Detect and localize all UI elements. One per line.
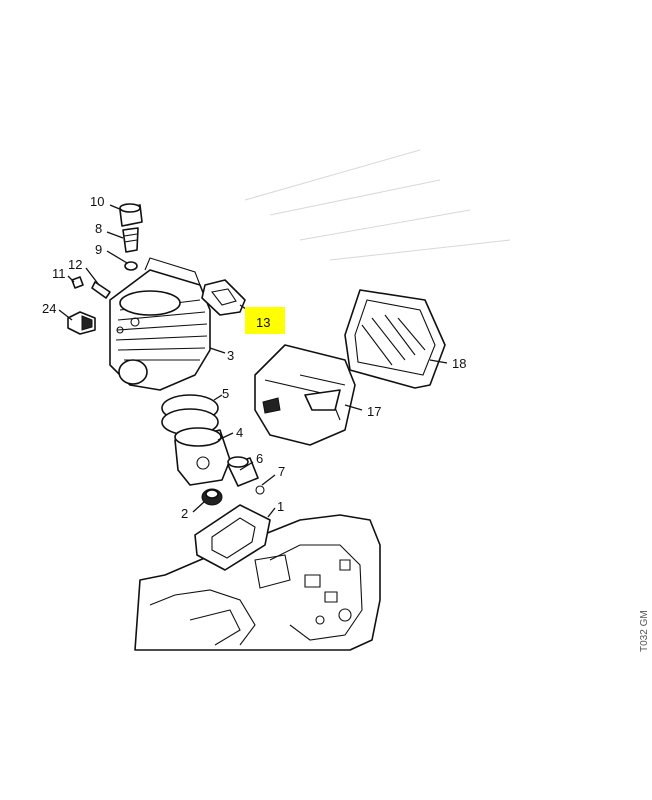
stud-12	[91, 281, 111, 299]
circlip-7	[255, 485, 265, 495]
scan-artifacts	[244, 149, 511, 261]
callout-6: 6	[256, 451, 263, 466]
callout-17: 17	[367, 404, 381, 419]
piston-4	[174, 427, 231, 486]
muffler-housing-18	[344, 289, 446, 389]
muffler-17	[254, 344, 356, 446]
washer-9	[124, 261, 138, 271]
drawing-code: T032 GM	[639, 610, 650, 652]
callout-11: 11	[52, 266, 66, 281]
needle-bearing-2	[201, 488, 223, 506]
callout-3: 3	[227, 348, 234, 363]
cylinder-3	[109, 257, 211, 391]
callout-7: 7	[278, 464, 285, 479]
callout-10: 10	[90, 194, 104, 209]
highlight-13	[245, 307, 285, 334]
spark-plug-24	[67, 311, 96, 335]
callout-5: 5	[222, 386, 229, 401]
nut-11	[71, 276, 84, 289]
callout-2: 2	[181, 506, 188, 521]
base-gasket-1	[194, 504, 271, 571]
valve-body-8	[122, 227, 139, 253]
callout-4: 4	[236, 425, 243, 440]
exhaust-gasket-13	[201, 279, 246, 316]
decompression-valve-10	[119, 203, 143, 227]
callouts: 10 8 9 12 11 24 13 3 18 5 4 17 6 7 2 1	[42, 194, 466, 521]
callout-18: 18	[452, 356, 466, 371]
crankcase	[134, 514, 381, 651]
callout-12: 12	[68, 257, 82, 272]
callout-8: 8	[95, 221, 102, 236]
piston-pin-6	[227, 456, 259, 487]
callout-24: 24	[42, 301, 56, 316]
callout-9: 9	[95, 242, 102, 257]
callout-13: 13	[256, 315, 270, 330]
callout-1: 1	[277, 499, 284, 514]
